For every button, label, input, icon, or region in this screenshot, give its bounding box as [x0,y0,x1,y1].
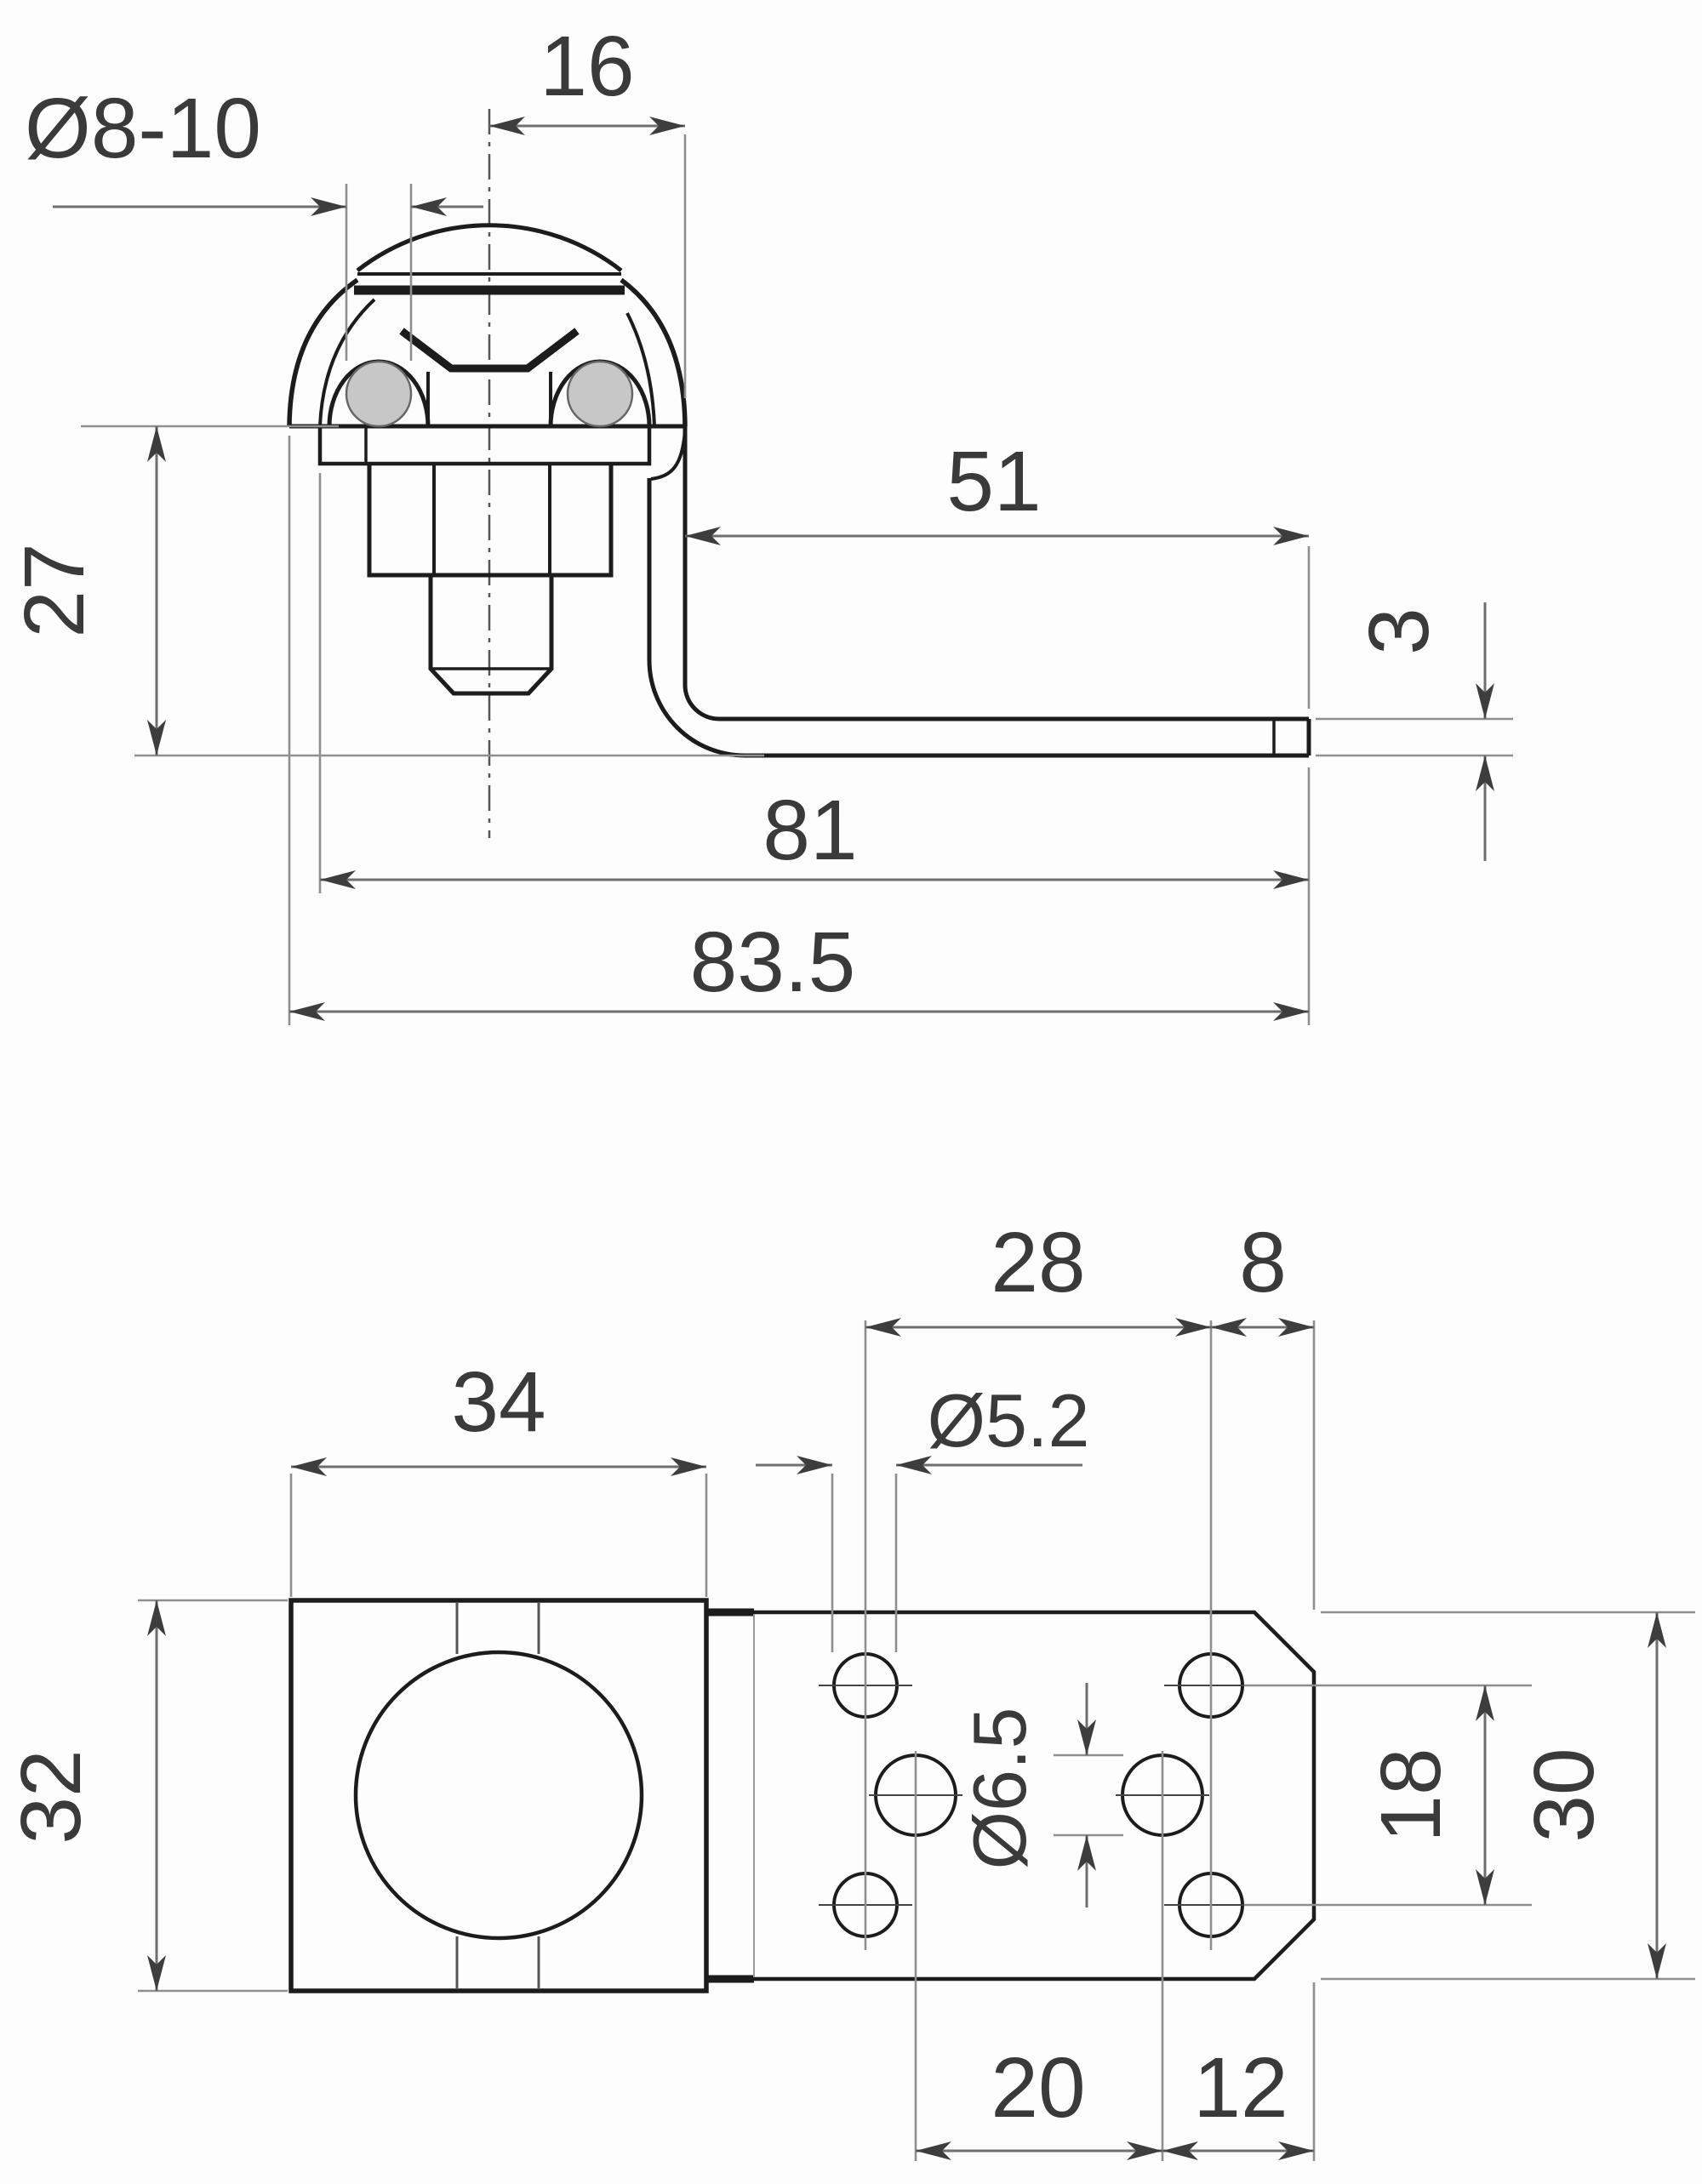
dim-label-margin8: 8 [1239,1215,1287,1310]
conductor-section-right [566,360,634,428]
dim-label-dia52: Ø5.2 [928,1378,1090,1463]
frame-right-shoulder [620,277,688,427]
clamp-boss-circle [353,1650,644,1941]
frame-right-inner-line [625,312,656,427]
clamp-body-outline [288,1598,709,1993]
dim-label-dia65: Ø6.5 [957,1708,1042,1870]
dim-label-height: 27 [7,543,102,637]
frame-left-inner-line [318,298,376,427]
conductor-section-left [345,360,413,428]
dim-label-rowpitch18: 18 [1363,1748,1459,1842]
dim-label-thickness: 3 [1351,607,1447,655]
saddle-piece [399,328,580,373]
dim-label-depth32: 32 [3,1749,99,1844]
dim-label-length835: 83.5 [690,915,856,1010]
dim-label-conductor-diameter: Ø8-10 [25,81,261,176]
dim-label-holepitch28: 28 [991,1215,1085,1310]
bottom-view: 28 8 34 Ø5.2 32 Ø6.5 18 30 20 12 [3,1215,1695,2161]
dim-label-width34: 34 [451,1354,545,1450]
bolt-stud [428,575,554,696]
dim-label-arm-length: 51 [946,434,1041,529]
bracket-outer-face-and-bar-top [683,426,1309,721]
dim-label-head-offset: 16 [540,19,634,114]
frame-left-shoulder [287,277,359,427]
bracket-inner-face-and-bar-bottom [647,478,1309,758]
cap-dome-outline [356,223,623,272]
bracket-hook-curve [650,429,687,481]
side-view: 16 Ø8-10 27 51 3 81 83.5 [7,19,1513,1025]
hex-head-outline [367,464,614,578]
clamp-plate [317,426,652,466]
dim-label-colpitch12: 12 [1193,2040,1288,2136]
dim-label-colpitch20: 20 [991,2040,1085,2136]
dim-label-length81: 81 [762,783,857,878]
dim-label-barwidth30: 30 [1516,1748,1612,1842]
